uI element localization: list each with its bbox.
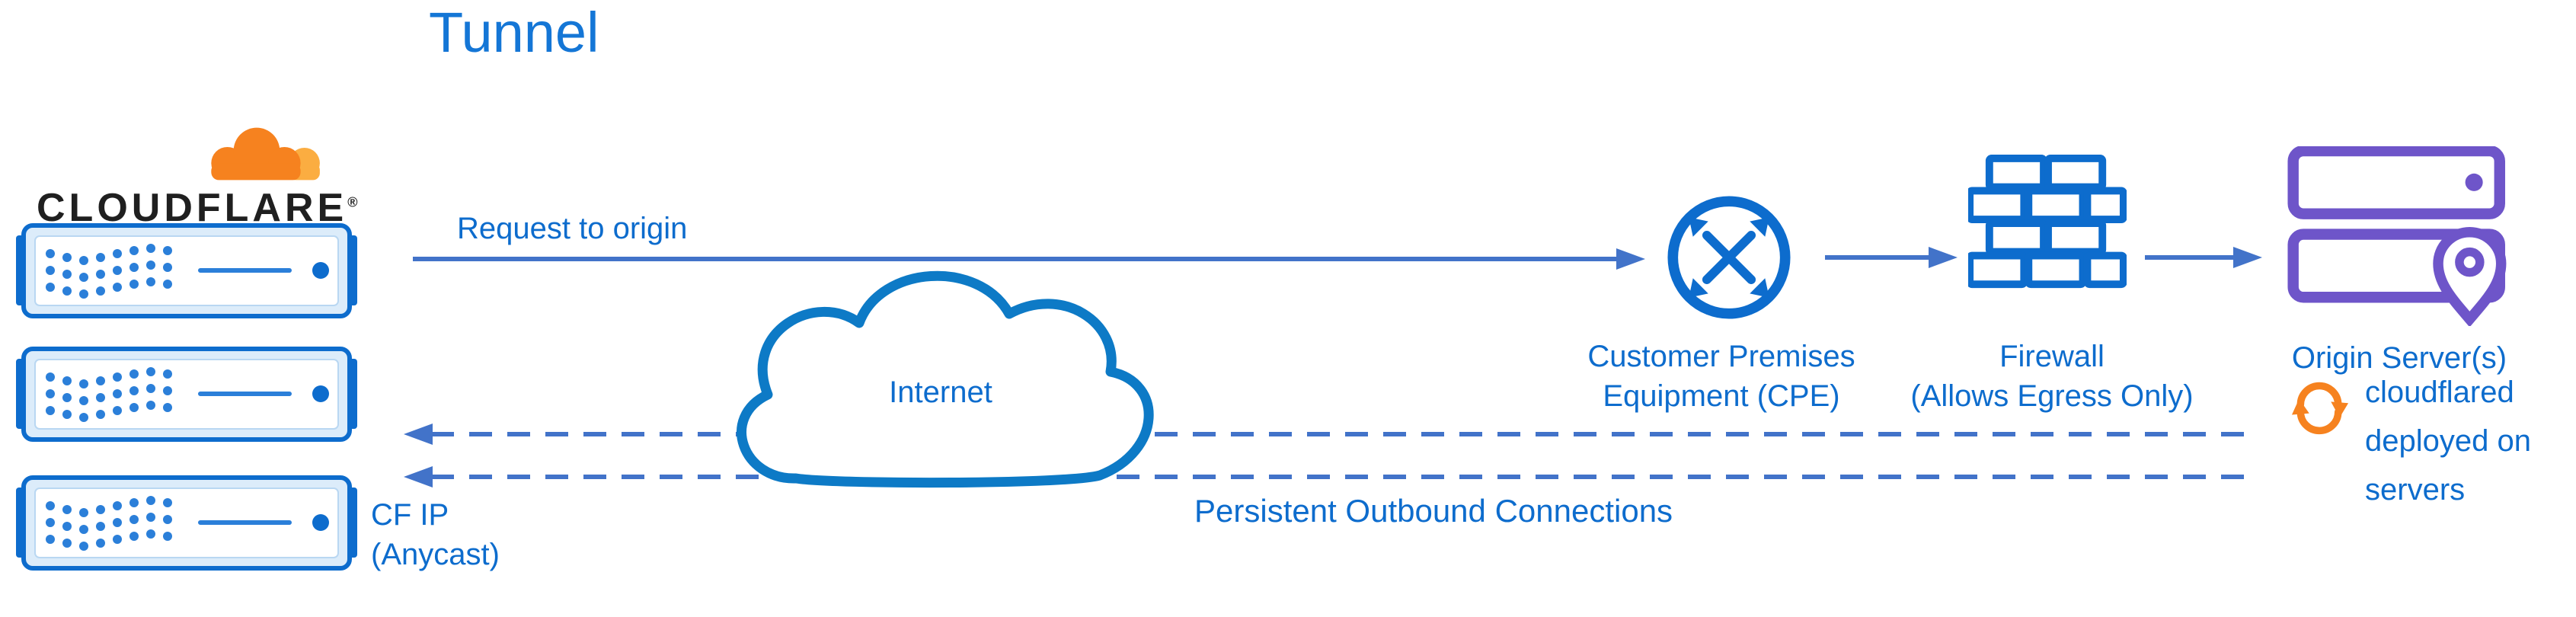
- cloudflared-label: cloudflared deployed on servers: [2365, 368, 2531, 514]
- cf-ip-line2: (Anycast): [371, 538, 500, 571]
- cloudflare-logo: CLOUDFLARE®: [37, 118, 358, 231]
- registered-mark: ®: [347, 194, 358, 210]
- firewall-label-line2: (Allows Egress Only): [1910, 379, 2194, 413]
- cloudflared-line2: deployed on: [2365, 424, 2531, 458]
- cf-ip-label: CF IP (Anycast): [371, 495, 500, 574]
- cloudflared-line1: cloudflared: [2365, 376, 2514, 409]
- sync-arrows-icon: [2287, 379, 2353, 436]
- cf-ip-line1: CF IP: [371, 498, 449, 532]
- firewall-label: Firewall (Allows Egress Only): [1877, 337, 2227, 416]
- firewall-label-line1: Firewall: [1999, 340, 2105, 373]
- origin-servers-label: Origin Server(s): [2291, 341, 2507, 375]
- internet-node: Internet: [708, 221, 1173, 495]
- persistent-outbound-label: Persistent Outbound Connections: [1194, 493, 1673, 529]
- edge-server-rack-1: [15, 223, 358, 318]
- edge-server-rack-2: [15, 347, 358, 442]
- cpe-label: Customer Premises Equipment (CPE): [1546, 337, 1897, 416]
- diagram-title: Tunnel: [429, 1, 599, 64]
- internet-label: Internet: [889, 376, 992, 409]
- cpe-label-line2: Equipment (CPE): [1603, 379, 1840, 413]
- origin-server-pin-icon: [2287, 146, 2514, 326]
- cloudflared-line3: servers: [2365, 473, 2466, 507]
- edge-server-rack-3: [15, 475, 358, 571]
- cpe-label-line1: Customer Premises: [1587, 340, 1855, 373]
- cloudflare-cloud-icon: [189, 118, 328, 184]
- brick-wall-icon: [1968, 155, 2127, 294]
- cloudflare-wordmark: CLOUDFLARE®: [37, 186, 358, 230]
- router-arrows-icon: [1660, 188, 1798, 327]
- internet-cloud-icon: [708, 221, 1173, 495]
- request-to-origin-label: Request to origin: [457, 212, 688, 245]
